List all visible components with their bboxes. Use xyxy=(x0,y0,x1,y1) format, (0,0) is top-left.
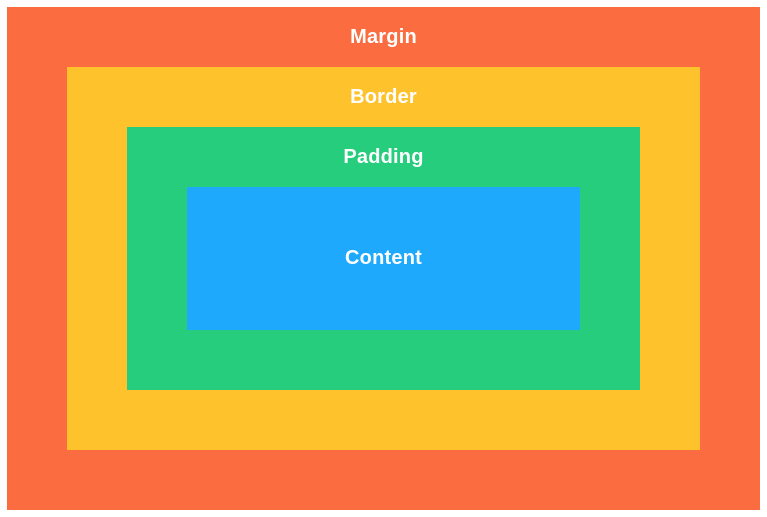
box-model-diagram: Margin Border Padding Content xyxy=(7,7,760,510)
padding-box: Padding Content xyxy=(127,127,640,390)
padding-label: Padding xyxy=(343,146,424,168)
margin-label: Margin xyxy=(350,26,417,48)
content-label: Content xyxy=(345,247,422,269)
content-box: Content xyxy=(187,187,580,330)
border-label: Border xyxy=(350,86,417,108)
margin-box: Margin Border Padding Content xyxy=(7,7,760,510)
border-box: Border Padding Content xyxy=(67,67,700,450)
